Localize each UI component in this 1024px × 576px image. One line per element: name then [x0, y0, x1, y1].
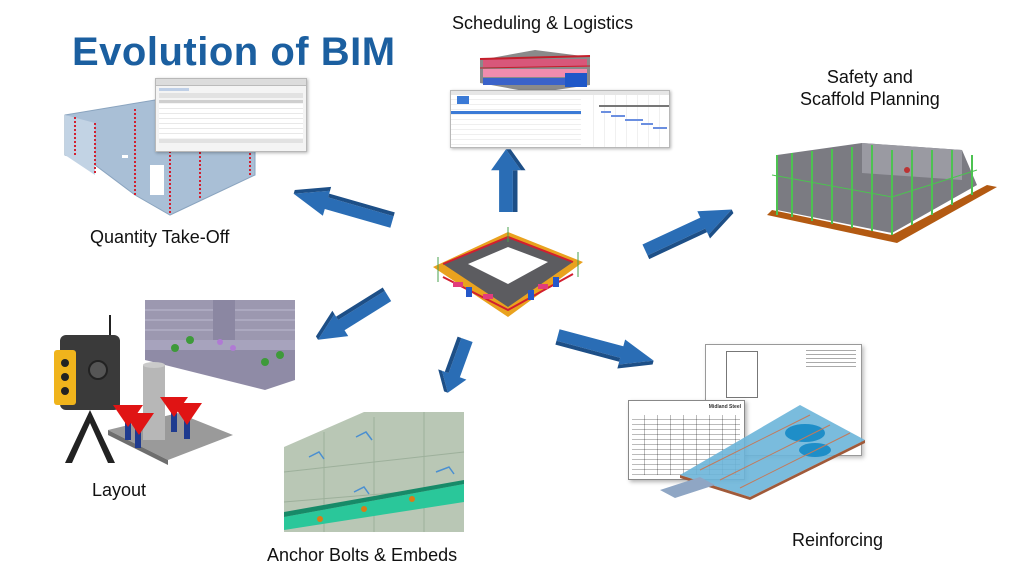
quantity-takeoff-label: Quantity Take-Off [90, 227, 230, 247]
anchor-bolts-embeds-model [283, 412, 465, 532]
scheduling-logistics-label: Scheduling & Logistics [452, 13, 634, 33]
diagram-title: Evolution of BIM [72, 30, 396, 74]
total-station-survey-instrument [54, 315, 120, 463]
anchor-bolts-embeds-label: Anchor Bolts & Embeds [267, 545, 458, 565]
reinforcing-label: Reinforcing [792, 530, 884, 550]
arrow-to-anchor-bolts [431, 334, 480, 398]
reinforcing-3d-model [660, 405, 865, 500]
arrow-to-reinforcing [553, 322, 657, 378]
layout-wall-footing-model [145, 300, 295, 390]
column-base-plate-model [108, 362, 233, 465]
arrow-to-quantity-takeoff [290, 177, 397, 235]
layout-label: Layout [92, 480, 147, 500]
quantity-takeoff-table-window [155, 78, 307, 152]
arrow-to-safety-scaffold [639, 197, 739, 266]
central-bim-model [433, 227, 583, 317]
rebar-company-name: Midland Steel [708, 404, 741, 410]
safety-label-line2: Scaffold Planning [800, 89, 940, 109]
safety-scaffold-label: Safety and Scaffold Planning [800, 66, 940, 110]
scheduling-building-model [479, 50, 591, 93]
gantt-schedule-window [450, 90, 670, 148]
arrow-to-layout [309, 281, 395, 351]
arrow-to-scheduling [491, 149, 526, 212]
safety-label-line1: Safety and [826, 67, 913, 87]
scaffold-building-model [767, 143, 997, 243]
